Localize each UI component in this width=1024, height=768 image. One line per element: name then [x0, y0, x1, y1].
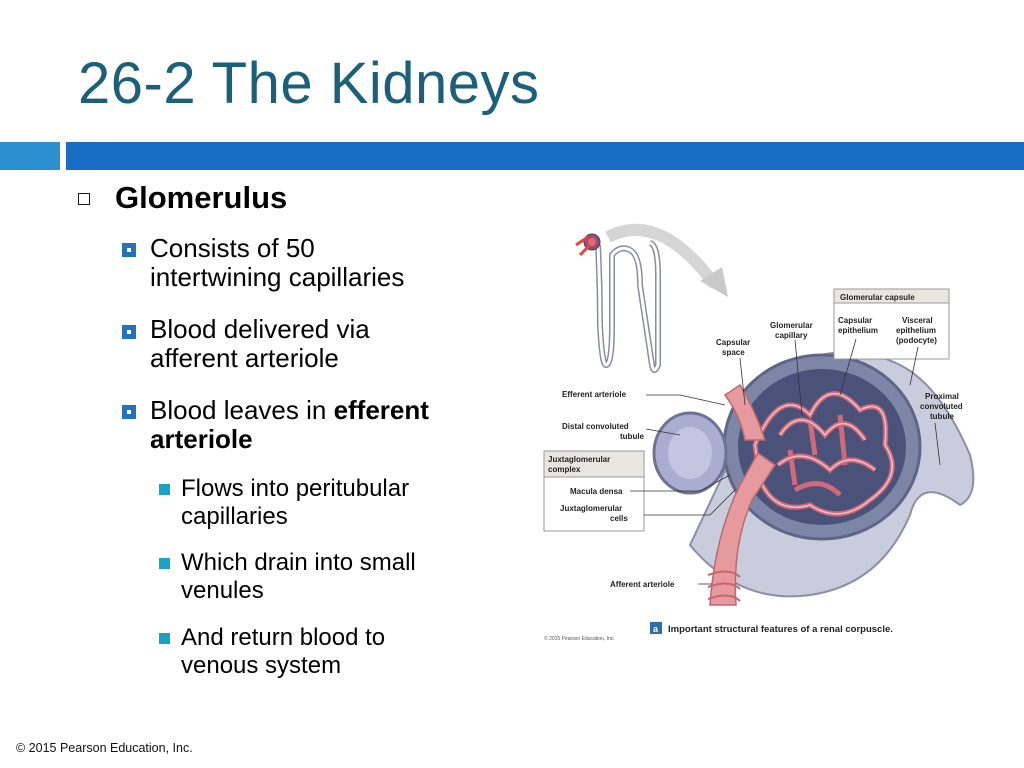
figure-credit: © 2015 Pearson Education, Inc. — [544, 635, 615, 642]
bullet-line: Which drain into small — [181, 549, 416, 576]
label-jg-cells: Juxtaglomerular — [560, 504, 622, 513]
nephron-thumbnail — [575, 233, 661, 373]
bullet-line: venules — [181, 577, 264, 604]
bullet-line: venous system — [181, 652, 342, 679]
label-glomerular-capillary: capillary — [775, 331, 808, 340]
bullet-delivered: Blood delivered via afferent arteriole — [150, 315, 495, 373]
bullet-line: capillaries — [181, 503, 288, 530]
label-proximal-tubule: Proximal — [925, 392, 959, 401]
label-visceral-epithelium: Visceral — [902, 316, 933, 325]
label-visceral-epithelium: (podocyte) — [896, 336, 937, 345]
bullet-square-icon — [122, 325, 136, 339]
sub-bullet-return: And return blood to venous system — [181, 624, 481, 680]
sub-bullet-drain: Which drain into small venules — [181, 549, 481, 605]
bullet-square-icon — [122, 243, 136, 257]
bullet-glomerulus: Glomerulus — [115, 180, 288, 215]
label-visceral-epithelium: epithelium — [896, 326, 936, 335]
caption-letter-box — [650, 622, 662, 634]
title-accent-bar-right — [66, 142, 1024, 170]
caption-letter: a — [653, 624, 659, 634]
label-juxtaglomerular-complex: complex — [548, 465, 581, 474]
label-distal-tubule: tubule — [620, 432, 645, 441]
label-macula-densa: Macula densa — [570, 487, 623, 496]
bullet-line: intertwining capillaries — [150, 262, 405, 292]
efferent-arteriole — [723, 383, 767, 441]
bullet-line: Consists of 50 — [150, 233, 315, 263]
zoom-arrow — [605, 223, 720, 289]
bullet-small-square-icon — [159, 558, 170, 569]
bullet-line: Blood leaves in efferent — [150, 396, 495, 425]
bullet-consists: Consists of 50 intertwining capillaries — [150, 234, 495, 292]
label-afferent-arteriole: Afferent arteriole — [610, 580, 675, 589]
label-proximal-tubule: tubule — [930, 412, 955, 421]
bullet-square-outline-icon — [78, 193, 90, 205]
label-capsular-epithelium: Capsular — [838, 316, 872, 325]
label-jg-cells: cells — [610, 514, 628, 523]
label-efferent-arteriole: Efferent arteriole — [562, 390, 627, 399]
bullet-line: afferent arteriole — [150, 343, 339, 373]
label-glomerular-capsule: Glomerular capsule — [840, 293, 915, 302]
label-capsular-space: Capsular — [716, 338, 750, 347]
label-capsular-space: space — [722, 348, 745, 357]
label-juxtaglomerular-complex: Juxtaglomerular — [548, 455, 610, 464]
bullet-line: arteriole — [150, 425, 495, 454]
bullet-small-square-icon — [159, 633, 170, 644]
title-accent-bar-left — [0, 142, 60, 170]
bullet-line: And return blood to — [181, 624, 386, 651]
afferent-arteriole — [709, 451, 777, 606]
bullet-text-bold: efferent — [333, 395, 429, 425]
sub-bullet-flows: Flows into peritubular capillaries — [181, 475, 481, 531]
slide-title: 26-2 The Kidneys — [78, 51, 540, 116]
label-proximal-tubule: convoluted — [920, 402, 963, 411]
copyright-footer: © 2015 Pearson Education, Inc. — [16, 741, 193, 755]
bullet-leaves: Blood leaves in efferent arteriole — [150, 396, 495, 454]
leader-lines — [630, 338, 941, 585]
capsular-space — [738, 369, 906, 525]
bullet-text-bold: arteriole — [150, 424, 253, 454]
bullet-line: Flows into peritubular — [181, 475, 410, 502]
label-distal-tubule: Distal convoluted — [562, 422, 629, 431]
bullet-square-icon — [122, 405, 136, 419]
bullet-small-square-icon — [159, 484, 170, 495]
bullet-text: Blood leaves in — [150, 395, 334, 425]
zoom-arrowhead — [700, 267, 728, 297]
label-glomerular-capillary: Glomerular — [770, 321, 813, 330]
label-capsular-epithelium: epithelium — [838, 326, 878, 335]
renal-corpuscle-figure: Glomerular capsule Capsular epithelium V… — [543, 223, 975, 642]
bullet-line: Blood delivered via — [150, 314, 370, 344]
figure-caption: Important structural features of a renal… — [668, 624, 893, 635]
